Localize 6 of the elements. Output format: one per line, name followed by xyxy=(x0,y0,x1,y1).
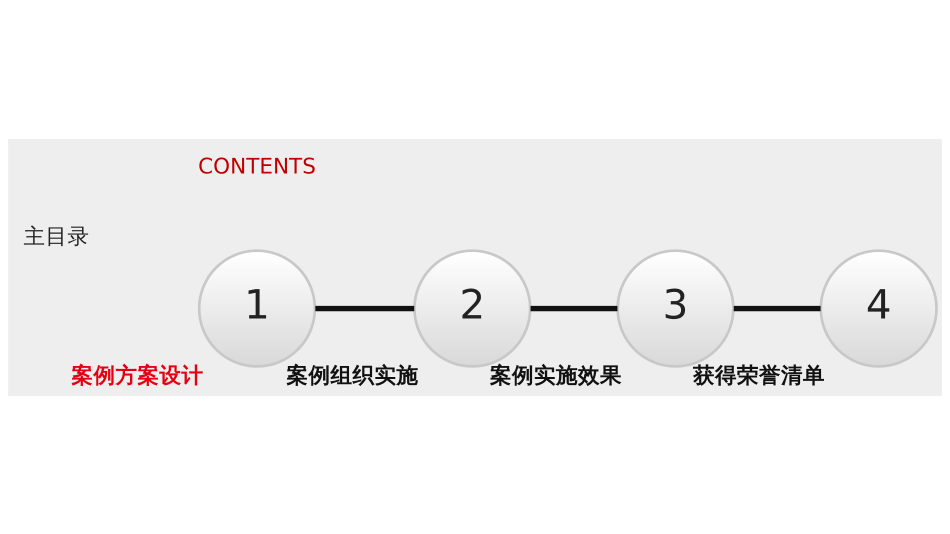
connector xyxy=(734,305,821,311)
label: 主目录 xyxy=(24,224,90,250)
node-circle: 4 xyxy=(819,248,938,368)
label: CONTENTS xyxy=(198,154,316,180)
connector xyxy=(530,305,618,311)
connector xyxy=(315,305,414,311)
